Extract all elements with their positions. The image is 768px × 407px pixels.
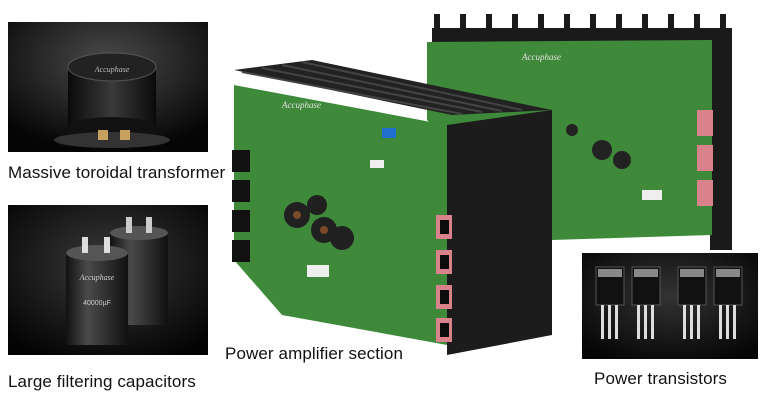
capacitors-caption: Large filtering capacitors [8, 372, 196, 391]
transformer-photo: Accuphase [8, 22, 208, 152]
capacitor-rating: 40000µF [83, 300, 111, 307]
transformer-image: Accuphase [8, 22, 208, 152]
amplifier-board-image: Accuphase Accuphase [232, 14, 732, 355]
amplifier-photo: Accuphase Accuphase [222, 10, 742, 355]
capacitor-image: Accuphase 40000µF [8, 205, 208, 355]
amplifier-caption: Power amplifier section [225, 344, 404, 363]
transformer-logo: Accuphase [94, 65, 130, 74]
transformer-caption: Massive toroidal transformer [8, 163, 226, 182]
front-board-logo: Accuphase [281, 100, 321, 110]
transistors-photo [582, 253, 758, 359]
capacitor-logo: Accuphase [79, 273, 115, 282]
capacitors-photo: Accuphase 40000µF [8, 205, 208, 355]
back-board-logo: Accuphase [521, 52, 561, 62]
transistors-caption: Power transistors [594, 369, 728, 388]
transistor-image [582, 253, 758, 359]
